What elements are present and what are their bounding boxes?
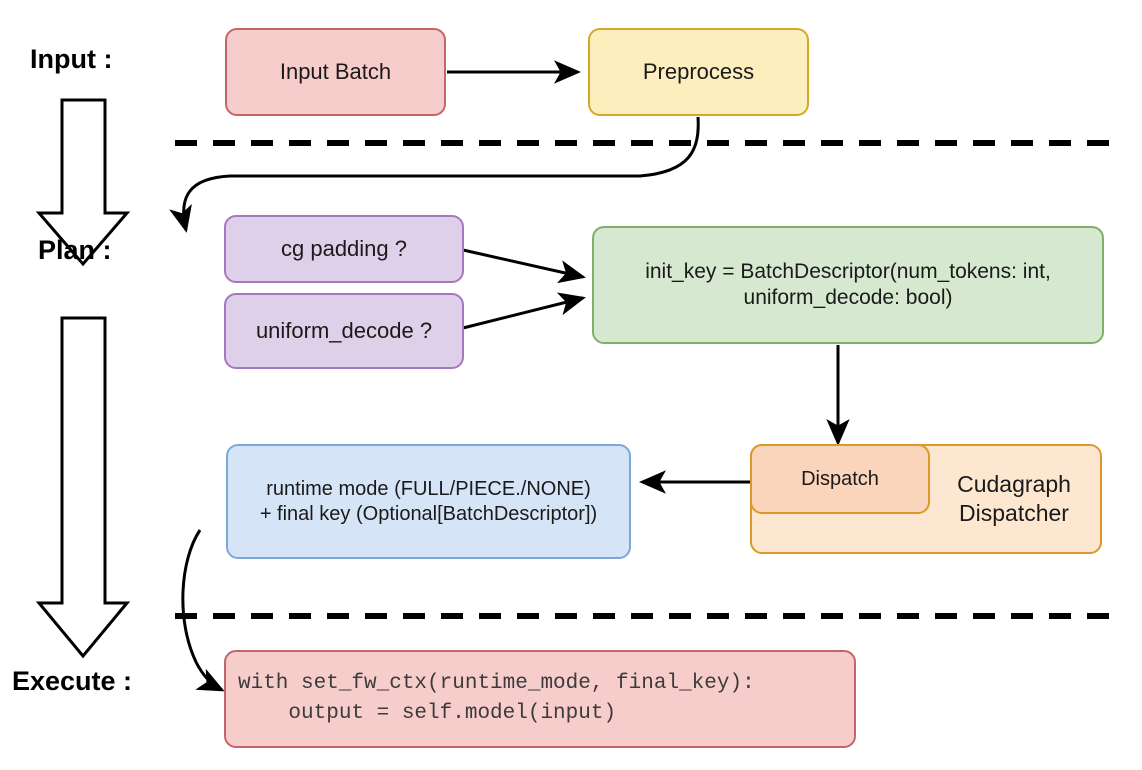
node-init-key[interactable]: init_key = BatchDescriptor(num_tokens: i… <box>592 226 1104 344</box>
node-uniform-decode-label: uniform_decode ? <box>255 318 433 344</box>
node-dispatch[interactable]: Dispatch <box>750 444 930 514</box>
node-preprocess[interactable]: Preprocess <box>588 28 809 116</box>
node-execute-code-line1: with set_fw_ctx(runtime_mode, final_key)… <box>238 671 755 695</box>
stage-label-execute: Execute : <box>12 666 133 696</box>
node-execute-code-line2: output = self.model(input) <box>238 702 617 725</box>
node-runtime-mode[interactable]: runtime mode (FULL/PIECE./NONE) + final … <box>226 444 631 559</box>
plan-to-execute-block-arrow <box>35 316 131 659</box>
node-input-batch[interactable]: Input Batch <box>225 28 446 116</box>
node-cudagraph-dispatcher-line1: Cudagraph <box>957 471 1071 498</box>
stage-label-plan: Plan : <box>38 235 112 265</box>
node-init-key-line2: uniform_decode: bool) <box>743 286 953 309</box>
preprocess-to-cg-padding-arrow <box>169 116 700 233</box>
node-runtime-mode-line1: runtime mode (FULL/PIECE./NONE) <box>266 477 591 500</box>
node-init-key-line1: init_key = BatchDescriptor(num_tokens: i… <box>645 259 1051 283</box>
cg-padding-to-init-key-arrow <box>462 248 586 284</box>
node-input-batch-label: Input Batch <box>279 59 392 85</box>
node-dispatch-label: Dispatch <box>801 467 879 490</box>
node-cudagraph-dispatcher-line2: Dispatcher <box>959 500 1069 526</box>
node-preprocess-label: Preprocess <box>642 59 755 85</box>
runtime-mode-to-execute-code-arrow <box>181 529 225 692</box>
node-cg-padding[interactable]: cg padding ? <box>224 215 464 283</box>
node-uniform-decode[interactable]: uniform_decode ? <box>224 293 464 369</box>
uniform-decode-to-init-key-arrow <box>462 292 586 330</box>
node-runtime-mode-line2: + final key (Optional[BatchDescriptor]) <box>259 502 598 525</box>
node-cg-padding-label: cg padding ? <box>281 236 407 262</box>
stage-label-input: Input : <box>30 44 113 74</box>
node-execute-code[interactable]: with set_fw_ctx(runtime_mode, final_key)… <box>224 650 856 748</box>
